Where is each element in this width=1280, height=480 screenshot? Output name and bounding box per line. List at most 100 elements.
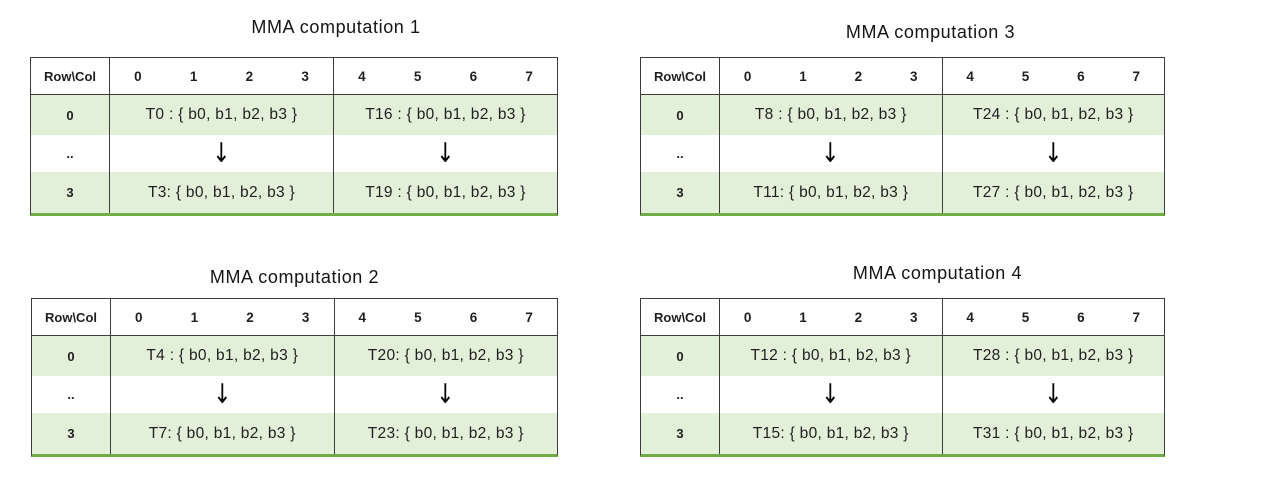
table-header-row: Row\Col 0 1 2 3 4 5 6 7 — [32, 299, 557, 336]
table-row: 3 T7: { b0, b1, b2, b3 } T23: { b0, b1, … — [32, 413, 557, 454]
header-col: 4 — [358, 68, 366, 84]
arrow-cell: ↓ — [720, 135, 943, 172]
header-col: 6 — [1077, 68, 1085, 84]
down-arrow-icon: ↓ — [212, 138, 231, 169]
header-corner-cell: Row\Col — [641, 299, 720, 335]
table-row: 0 T4 : { b0, b1, b2, b3 } T20: { b0, b1,… — [32, 336, 557, 376]
thread-cell: T12 : { b0, b1, b2, b3 } — [720, 336, 943, 376]
header-col: 3 — [301, 68, 309, 84]
header-columns-right: 4 5 6 7 — [943, 58, 1165, 94]
header-col: 3 — [910, 68, 918, 84]
thread-cell: T19 : { b0, b1, b2, b3 } — [365, 183, 526, 201]
header-col: 0 — [135, 309, 143, 325]
header-col: 3 — [910, 309, 918, 325]
header-col: 4 — [966, 309, 974, 325]
header-col: 0 — [743, 309, 752, 325]
row-label: .. — [32, 376, 111, 413]
thread-cell: T0 : { b0, b1, b2, b3 } — [110, 95, 334, 135]
header-col: 1 — [189, 68, 198, 84]
header-columns-left: 0 1 2 3 — [720, 299, 943, 335]
row-label: .. — [31, 135, 110, 172]
thread-cell: T27 : { b0, b1, b2, b3 } — [972, 183, 1134, 201]
header-columns-left: 0 1 2 3 — [110, 58, 334, 94]
header-col: 2 — [245, 68, 254, 84]
arrow-cell: ↓ — [334, 135, 557, 172]
header-columns-right: 4 5 6 7 — [334, 58, 557, 94]
row-label: 3 — [641, 413, 720, 454]
thread-cell: T31 : { b0, b1, b2, b3 } — [972, 424, 1134, 442]
mma-table-computation-1: Row\Col 0 1 2 3 4 5 6 7 0 T0 : { b0, b1,… — [30, 57, 558, 216]
table-title-computation-3: MMA computation 3 — [845, 22, 1016, 42]
thread-cell: T28 : { b0, b1, b2, b3 } — [972, 347, 1134, 364]
down-arrow-icon: ↓ — [436, 138, 455, 169]
row-label: 0 — [641, 95, 720, 135]
thread-cell: T3: { b0, b1, b2, b3 } — [110, 172, 334, 213]
header-col: 7 — [525, 68, 533, 84]
header-col: 4 — [966, 68, 974, 84]
table-title-computation-4: MMA computation 4 — [852, 263, 1023, 283]
header-col: 7 — [525, 309, 533, 325]
thread-cell: T16 : { b0, b1, b2, b3 } — [365, 106, 526, 123]
header-col: 2 — [854, 309, 863, 325]
header-col: 1 — [190, 309, 199, 325]
row-label: .. — [641, 376, 720, 413]
arrow-cell: ↓ — [943, 135, 1165, 172]
header-corner-cell: Row\Col — [32, 299, 111, 335]
row-label: 3 — [641, 172, 720, 213]
header-columns-left: 0 1 2 3 — [720, 58, 943, 94]
table-row-ellipsis: .. ↓ ↓ — [641, 135, 1164, 172]
table-row-ellipsis: .. ↓ ↓ — [641, 376, 1164, 413]
down-arrow-icon: ↓ — [821, 138, 840, 169]
arrow-cell: ↓ — [943, 376, 1165, 413]
table-row: 3 T11: { b0, b1, b2, b3 } T27 : { b0, b1… — [641, 172, 1164, 213]
header-col: 2 — [246, 309, 254, 325]
header-col: 1 — [799, 309, 807, 325]
table-row: 0 T0 : { b0, b1, b2, b3 } T16 : { b0, b1… — [31, 95, 557, 135]
mma-table-computation-4: Row\Col 0 1 2 3 4 5 6 7 0 T12 : { b0, b1… — [640, 298, 1165, 457]
header-col: 5 — [1021, 68, 1030, 84]
header-col: 2 — [854, 68, 863, 84]
down-arrow-icon: ↓ — [213, 379, 232, 410]
table-header-row: Row\Col 0 1 2 3 4 5 6 7 — [641, 299, 1164, 336]
arrow-cell: ↓ — [110, 135, 334, 172]
thread-cell: T15: { b0, b1, b2, b3 } — [720, 413, 943, 454]
header-col: 5 — [1021, 309, 1030, 325]
thread-cell: T11: { b0, b1, b2, b3 } — [720, 172, 943, 213]
row-label: 3 — [31, 172, 110, 213]
header-columns-left: 0 1 2 3 — [111, 299, 335, 335]
down-arrow-icon: ↓ — [436, 379, 455, 410]
table-row-ellipsis: .. ↓ ↓ — [32, 376, 557, 413]
row-label: .. — [641, 135, 720, 172]
header-col: 0 — [134, 68, 142, 84]
row-label: 0 — [641, 336, 720, 376]
header-columns-right: 4 5 6 7 — [335, 299, 558, 335]
down-arrow-icon: ↓ — [1044, 379, 1063, 410]
header-col: 3 — [301, 309, 310, 325]
arrow-cell: ↓ — [720, 376, 943, 413]
header-col: 6 — [469, 309, 478, 325]
table-header-row: Row\Col 0 1 2 3 4 5 6 7 — [641, 58, 1164, 95]
header-col: 6 — [1077, 309, 1085, 325]
thread-cell: T20: { b0, b1, b2, b3 } — [367, 347, 524, 364]
header-col: 7 — [1132, 309, 1141, 325]
header-col: 7 — [1132, 68, 1141, 84]
header-col: 6 — [469, 68, 478, 84]
table-title-computation-1: MMA computation 1 — [251, 17, 421, 37]
table-row: 0 T12 : { b0, b1, b2, b3 } T28 : { b0, b… — [641, 336, 1164, 376]
header-col: 5 — [413, 68, 422, 84]
table-header-row: Row\Col 0 1 2 3 4 5 6 7 — [31, 58, 557, 95]
down-arrow-icon: ↓ — [1044, 138, 1063, 169]
arrow-cell: ↓ — [111, 376, 335, 413]
thread-cell: T24 : { b0, b1, b2, b3 } — [972, 106, 1134, 123]
row-label: 3 — [32, 413, 111, 454]
header-col: 4 — [358, 309, 367, 325]
header-columns-right: 4 5 6 7 — [943, 299, 1165, 335]
table-title-computation-2: MMA computation 2 — [209, 267, 380, 287]
header-col: 0 — [743, 68, 752, 84]
down-arrow-icon: ↓ — [821, 379, 840, 410]
header-col: 1 — [799, 68, 807, 84]
table-row: 0 T8 : { b0, b1, b2, b3 } T24 : { b0, b1… — [641, 95, 1164, 135]
thread-cell: T23: { b0, b1, b2, b3 } — [367, 424, 524, 442]
table-row-ellipsis: .. ↓ ↓ — [31, 135, 557, 172]
